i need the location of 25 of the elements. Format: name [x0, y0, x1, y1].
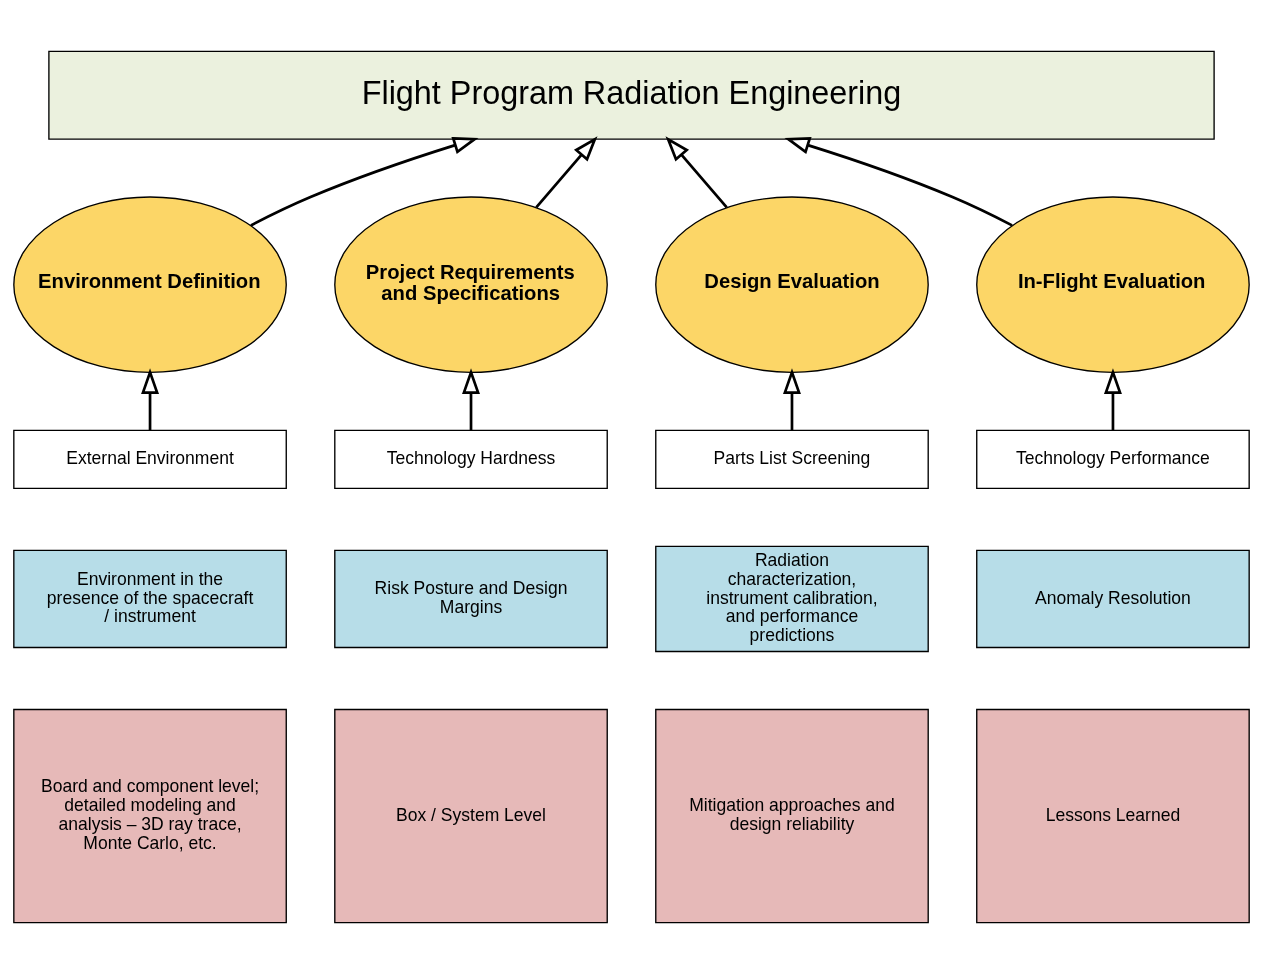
node-box: Board and component level; detailed modeling and analysis – 3D ray trace, Monte Carlo, etc. — [13, 708, 287, 923]
node-box: Anomaly Resolution — [976, 549, 1250, 648]
node-box: Technology Hardness — [334, 429, 608, 489]
node-ellipse: Project Requirements and Specifications — [334, 195, 608, 373]
arrow — [462, 367, 480, 430]
arrow — [1103, 367, 1122, 430]
node-box: Technology Performance — [976, 429, 1250, 489]
node-box: Parts List Screening — [655, 429, 929, 489]
node-box: External Environment — [13, 429, 287, 489]
arrow — [535, 135, 598, 208]
node-box: Risk Posture and Design Margins — [334, 549, 608, 648]
node-ellipse: Environment Definition — [13, 195, 287, 373]
node-box: Lessons Learned — [976, 708, 1250, 923]
node-box: Mitigation approaches and design reliability — [655, 708, 929, 923]
node-box: Radiation characterization, instrument calibration, and performance predictions — [655, 545, 929, 652]
arrow — [141, 367, 160, 430]
node-ellipse: In-Flight Evaluation — [976, 195, 1250, 373]
node-box: Box / System Level — [334, 708, 608, 923]
arrow — [783, 367, 801, 430]
node-box: Environment in the presence of the spacecraft / instrument — [13, 549, 287, 648]
arrow — [665, 135, 728, 208]
arrow — [784, 136, 1013, 227]
node-ellipse: Design Evaluation — [655, 195, 929, 373]
arrow — [250, 136, 479, 227]
node-box: Flight Program Radiation Engineering — [48, 50, 1215, 140]
